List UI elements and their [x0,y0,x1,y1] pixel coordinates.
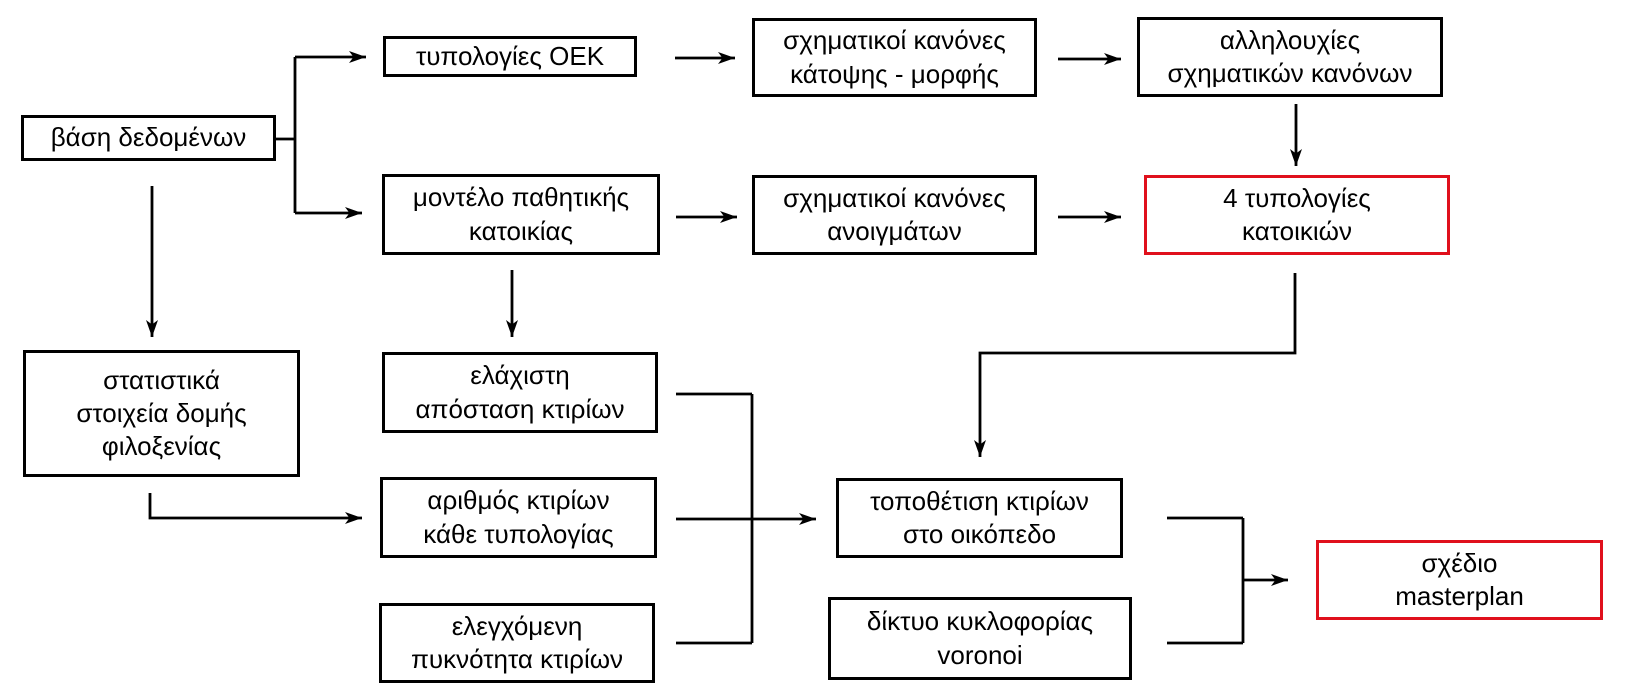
edge-statistics-to-per-typology [148,493,362,524]
node-database: βάση δεδομένων [21,115,276,161]
node-oek-typologies: τυπολογίες ΟΕΚ [383,36,637,77]
node-building-placement: τοποθέτιση κτιρίων στο οικόπεδο [836,478,1123,558]
node-buildings-per-typology: αριθμός κτιρίων κάθε τυπολογίας [380,477,657,558]
node-hospitality-statistics: στατιστικά στοιχεία δομής φιλοξενίας [23,350,300,477]
node-opening-shape-rules: σχηματικοί κανόνες ανοιγμάτων [752,175,1037,255]
node-min-building-distance: ελάχιστη απόσταση κτιρίων [382,352,658,433]
node-passive-house-model: μοντέλο παθητικής κατοικίας [382,174,660,255]
node-voronoi-network: δίκτυο κυκλοφορίας voronoi [828,597,1132,680]
node-four-house-typologies: 4 τυπολογίες κατοικιών [1144,175,1450,255]
node-shape-rule-sequences: αλληλουχίες σχηματικών κανόνων [1137,17,1443,97]
node-controlled-density: ελεγχόμενη πυκνότητα κτιρίων [379,603,655,683]
edge-four-typologies-to-placement [974,273,1297,457]
node-plan-form-shape-rules: σχηματικοί κανόνες κάτοψης - μορφής [752,18,1037,97]
node-masterplan: σχέδιο masterplan [1316,540,1603,620]
